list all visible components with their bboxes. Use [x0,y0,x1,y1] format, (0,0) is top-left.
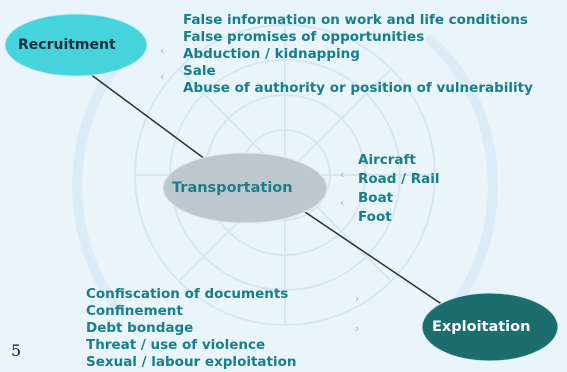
list-item: Foot [358,209,392,225]
list-item: Threat / use of violence [86,337,266,353]
exploitation-label: Exploitation [432,319,531,335]
bracket-mark: ‹ [340,168,345,181]
slide-number: 5 [11,341,22,360]
connector-transportation-exploitation [304,211,444,306]
list-item: Boat [358,190,394,206]
bracket-mark: › [355,322,360,335]
bracket-mark: › [355,292,360,305]
list-item: False promises of opportunities [183,29,425,45]
list-item: Confinement [86,303,183,319]
list-item: Confiscation of documents [86,286,289,302]
list-item: Abduction / kidnapping [183,46,360,62]
list-item: Abuse of authority or position of vulner… [183,80,533,96]
bracket-mark: ‹ [340,196,345,209]
transportation-label: Transportation [172,180,293,196]
exploitation-node [421,292,559,362]
list-item: False information on work and life condi… [183,12,528,28]
bracket-mark: ‹ [160,44,165,57]
recruitment-label: Recruitment [18,37,116,53]
list-item: Aircraft [358,152,416,168]
list-item: Sale [183,63,216,79]
list-item: Debt bondage [86,320,194,336]
recruitment-node [4,13,148,77]
list-item: Road / Rail [358,171,440,187]
bracket-mark: ‹ [160,70,165,83]
connector-recruitment-transportation [81,67,214,166]
list-item: Sexual / labour exploitation [86,354,297,370]
transportation-node [162,152,328,224]
